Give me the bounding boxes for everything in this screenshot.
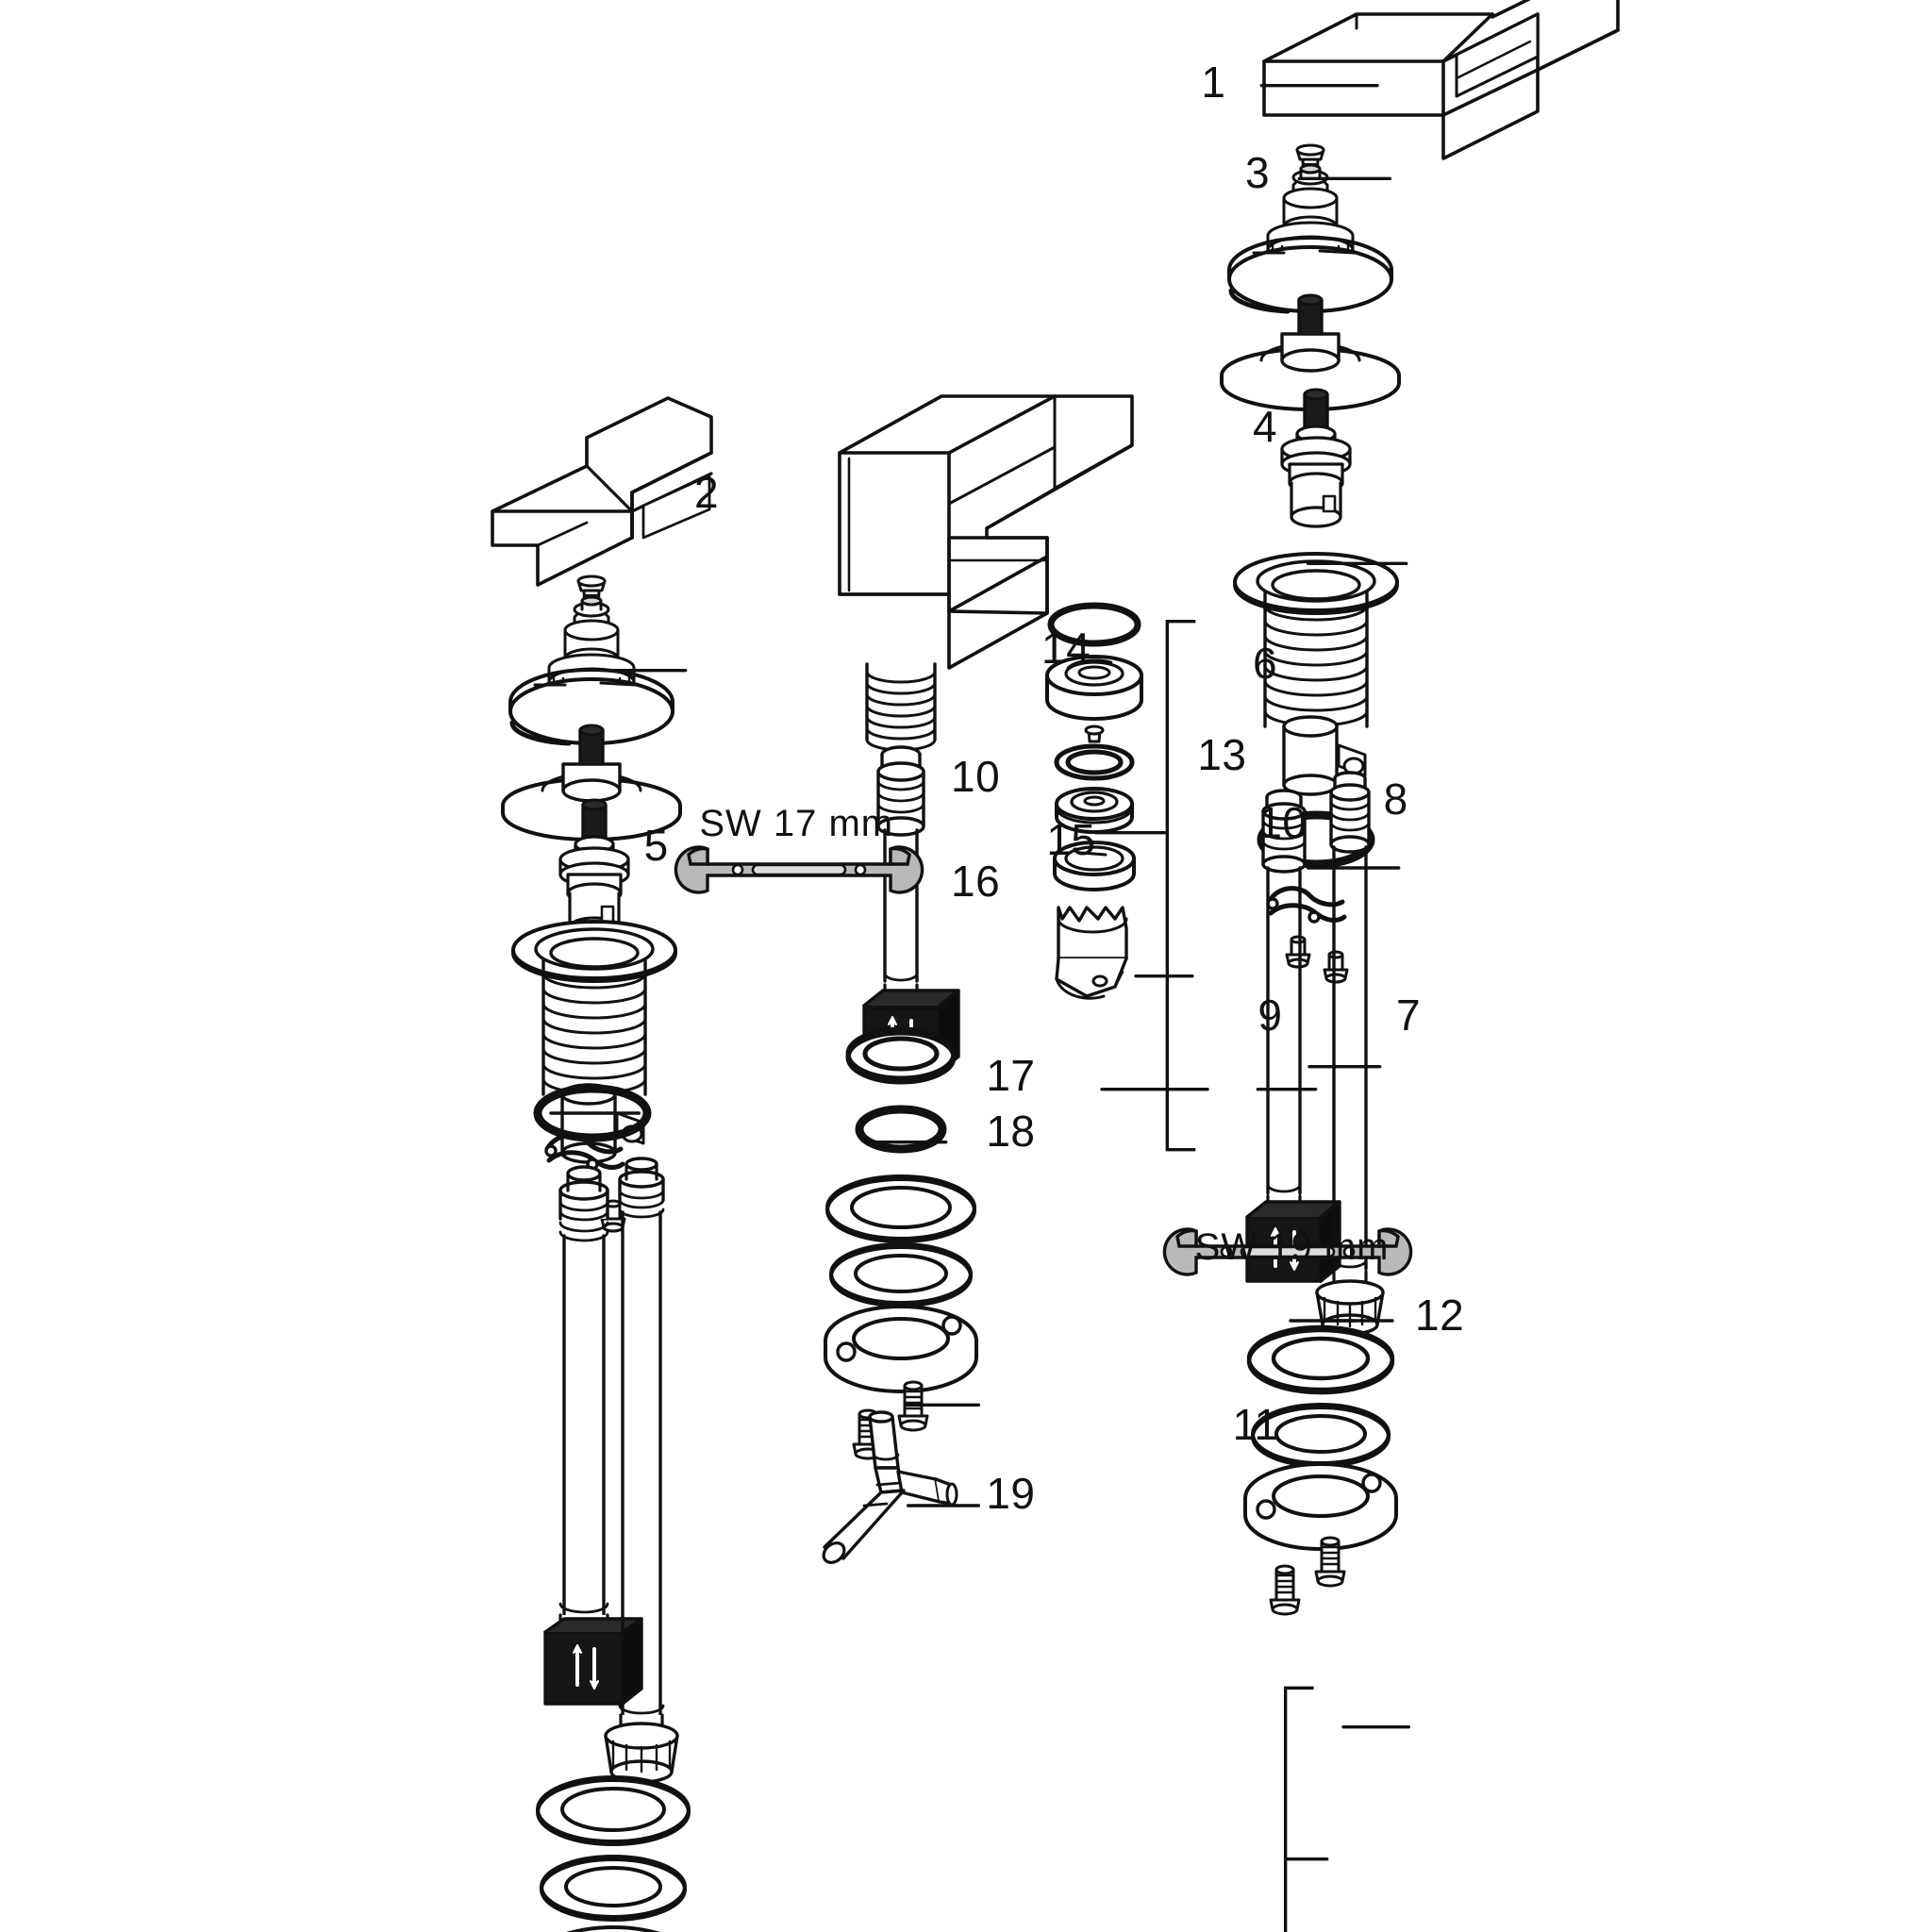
threaded-sleeve-upper [1233, 552, 1399, 796]
part-12-washer [1246, 1324, 1395, 1395]
oring-lower [533, 1084, 652, 1142]
callout-1: 1 [1201, 58, 1226, 107]
part-15-aerator-key [1055, 906, 1128, 1000]
spout-body [838, 394, 1134, 670]
fixing-screw-b [1323, 950, 1349, 984]
callout-10: 10 [1257, 798, 1307, 848]
callout-12: 12 [1415, 1290, 1465, 1340]
hose-left-short [543, 1165, 643, 1706]
callout-19: 19 [986, 1469, 1036, 1518]
part-14-oring [1047, 602, 1141, 647]
wrench-17mm-icon [674, 845, 924, 894]
washer-left-2 [540, 1855, 687, 1922]
callout-14: 14 [1041, 624, 1091, 673]
part-10-connector-right [1261, 789, 1307, 874]
snap-ring-upper [1227, 236, 1393, 314]
callout-5: 5 [643, 821, 669, 871]
part-11-mounting-plate [1243, 1462, 1398, 1551]
fixing-screw-a [1285, 935, 1311, 969]
callout-7: 7 [1396, 991, 1422, 1041]
callout-10: 10 [951, 752, 1001, 801]
circlip-lower [544, 1133, 625, 1171]
snap-ring-lower [508, 668, 675, 746]
aerator-washer [1054, 743, 1135, 781]
threaded-sleeve-lower [511, 920, 677, 1164]
wrench-size-label-t17: SW 17 mm [699, 802, 894, 844]
mounting-plate-left [566, 1925, 660, 1932]
spout-shank [865, 662, 937, 752]
part-19-angle-fitting [822, 1410, 958, 1564]
callout-13: 13 [1197, 730, 1247, 780]
wrench-19mm-icon [1162, 1227, 1413, 1276]
part-7-hose [1315, 845, 1385, 1336]
callout-2: 2 [694, 467, 720, 517]
callout-4: 4 [1253, 402, 1278, 452]
callout-17: 17 [986, 1051, 1036, 1101]
aerator-housing [1053, 841, 1136, 891]
callout-18: 18 [986, 1107, 1036, 1156]
washer-left-1 [536, 1775, 691, 1846]
part-9-hose [1245, 866, 1341, 1283]
part-17-washer [845, 1026, 957, 1085]
part-13-aerator-body [1045, 655, 1143, 721]
part-2-handle-lever [491, 396, 713, 587]
group-bracket-13 [1165, 619, 1196, 1152]
group-bracket-11 [1283, 1686, 1314, 1932]
part-8-nipple [1329, 771, 1371, 854]
callout-9: 9 [1257, 991, 1283, 1041]
part-11-screw-2 [1269, 1564, 1301, 1616]
hose-left-long [604, 1157, 679, 1784]
washer-centre-2 [829, 1242, 973, 1307]
part-11-washer [1251, 1403, 1391, 1468]
part-10-16-tube [862, 745, 960, 1074]
callout-8: 8 [1383, 774, 1408, 824]
callout-16: 16 [951, 856, 1001, 906]
part-6-oring [1257, 810, 1375, 869]
part-4-cartridge [1280, 388, 1352, 528]
callout-6: 6 [1253, 639, 1278, 688]
callout-11: 11 [1232, 1399, 1279, 1449]
aerator-pin [1084, 724, 1105, 743]
part-11-screw-1 [1314, 1536, 1346, 1588]
aerator-insert [1055, 787, 1134, 834]
part-1-handle-lever [1262, 0, 1620, 160]
part-18-oring [855, 1105, 947, 1154]
washer-centre-1 [825, 1174, 976, 1243]
callout-15: 15 [1046, 814, 1096, 864]
wrench-size-label-t19: SW 19 mm [1194, 1226, 1390, 1268]
callout-3: 3 [1245, 148, 1271, 197]
mounting-plate-centre [824, 1305, 978, 1393]
